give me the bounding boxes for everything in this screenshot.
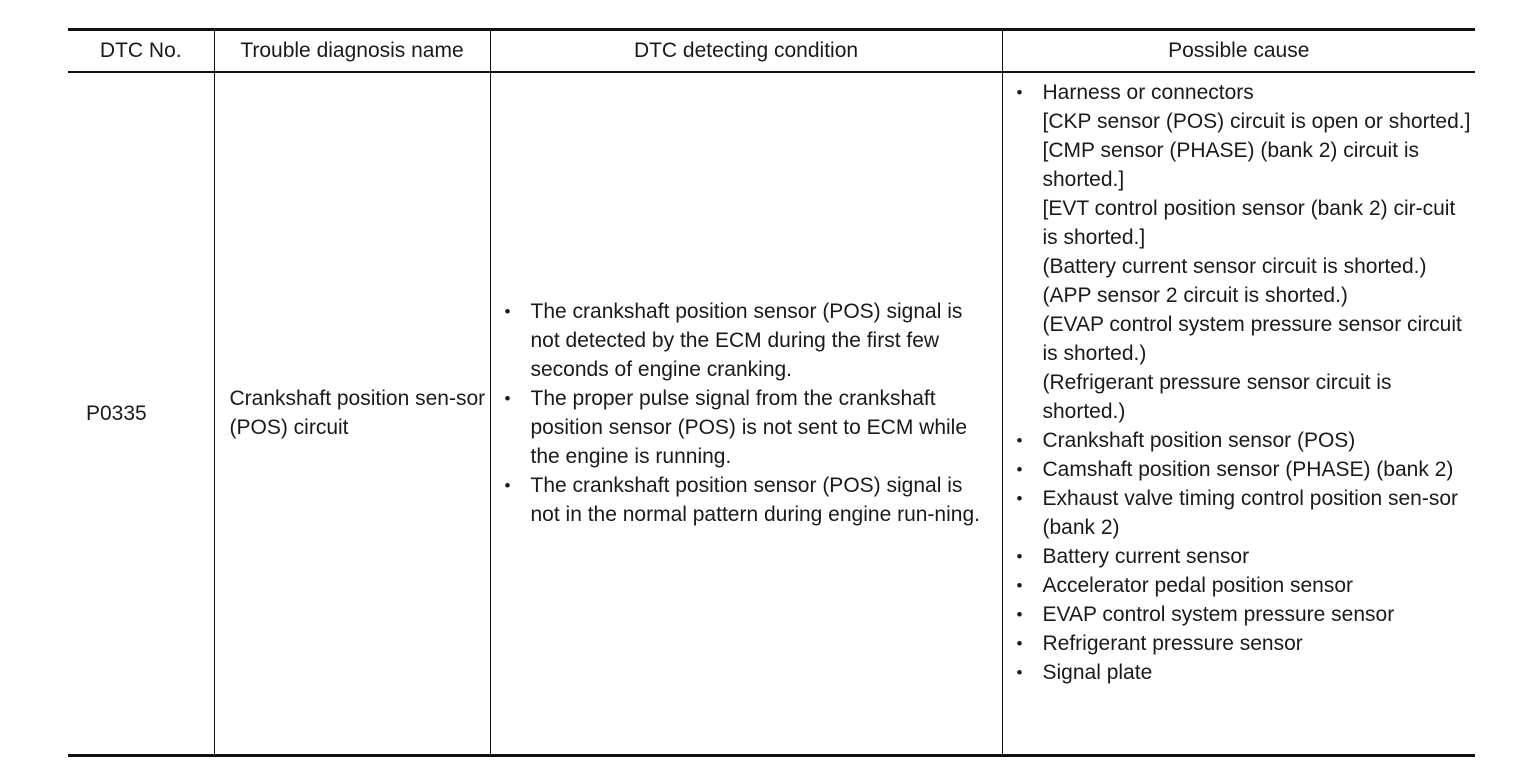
cause-item: Signal plate (1017, 658, 1472, 687)
cause-item: Exhaust valve timing control position se… (1017, 484, 1472, 542)
header-diagnosis-name: Trouble diagnosis name (213, 28, 490, 73)
header-possible-cause: Possible cause (1001, 28, 1475, 73)
condition-item: The crankshaft position sensor (POS) sig… (505, 471, 996, 529)
detecting-condition-cell: The crankshaft position sensor (POS) sig… (489, 71, 1002, 757)
table-header: DTC No. Trouble diagnosis name DTC detec… (68, 28, 1475, 73)
header-row: DTC No. Trouble diagnosis name DTC detec… (68, 28, 1475, 73)
cause-list: Harness or connectors [CKP sensor (POS) … (1017, 78, 1472, 687)
condition-list: The crankshaft position sensor (POS) sig… (505, 297, 996, 529)
possible-cause-cell: Harness or connectors [CKP sensor (POS) … (1001, 71, 1475, 757)
cause-detail: (Refrigerant pressure sensor circuit is … (1042, 370, 1392, 423)
cause-detail: (Battery current sensor circuit is short… (1042, 254, 1427, 278)
cause-item: Accelerator pedal position sensor (1017, 571, 1472, 600)
header-dtc-no: DTC No. (68, 28, 214, 73)
table-body: P0335 Crankshaft position sen-sor (POS) … (68, 71, 1475, 757)
header-detecting-condition: DTC detecting condition (489, 28, 1002, 73)
cause-detail: (APP sensor 2 circuit is shorted.) (1042, 283, 1348, 307)
cause-item: Harness or connectors [CKP sensor (POS) … (1017, 78, 1472, 426)
cause-detail: [CKP sensor (POS) circuit is open or sho… (1042, 109, 1471, 133)
table-row: P0335 Crankshaft position sen-sor (POS) … (68, 71, 1475, 757)
cause-label: Harness or connectors (1042, 80, 1254, 104)
cause-item: Camshaft position sensor (PHASE) (bank 2… (1017, 455, 1472, 484)
condition-item: The proper pulse signal from the cranksh… (505, 384, 996, 471)
cause-item: EVAP control system pressure sensor (1017, 600, 1472, 629)
cause-detail: [CMP sensor (PHASE) (bank 2) circuit is … (1042, 138, 1420, 191)
cause-detail: [EVT control position sensor (bank 2) ci… (1042, 196, 1456, 249)
condition-item: The crankshaft position sensor (POS) sig… (505, 297, 996, 384)
cause-item: Refrigerant pressure sensor (1017, 629, 1472, 658)
dtc-table: DTC No. Trouble diagnosis name DTC detec… (68, 28, 1475, 757)
diagnosis-name-cell: Crankshaft position sen-sor (POS) circui… (213, 71, 490, 757)
dtc-code-cell: P0335 (68, 71, 214, 757)
cause-item: Battery current sensor (1017, 542, 1472, 571)
cause-item: Crankshaft position sensor (POS) (1017, 426, 1472, 455)
cause-detail: (EVAP control system pressure sensor cir… (1042, 312, 1462, 365)
